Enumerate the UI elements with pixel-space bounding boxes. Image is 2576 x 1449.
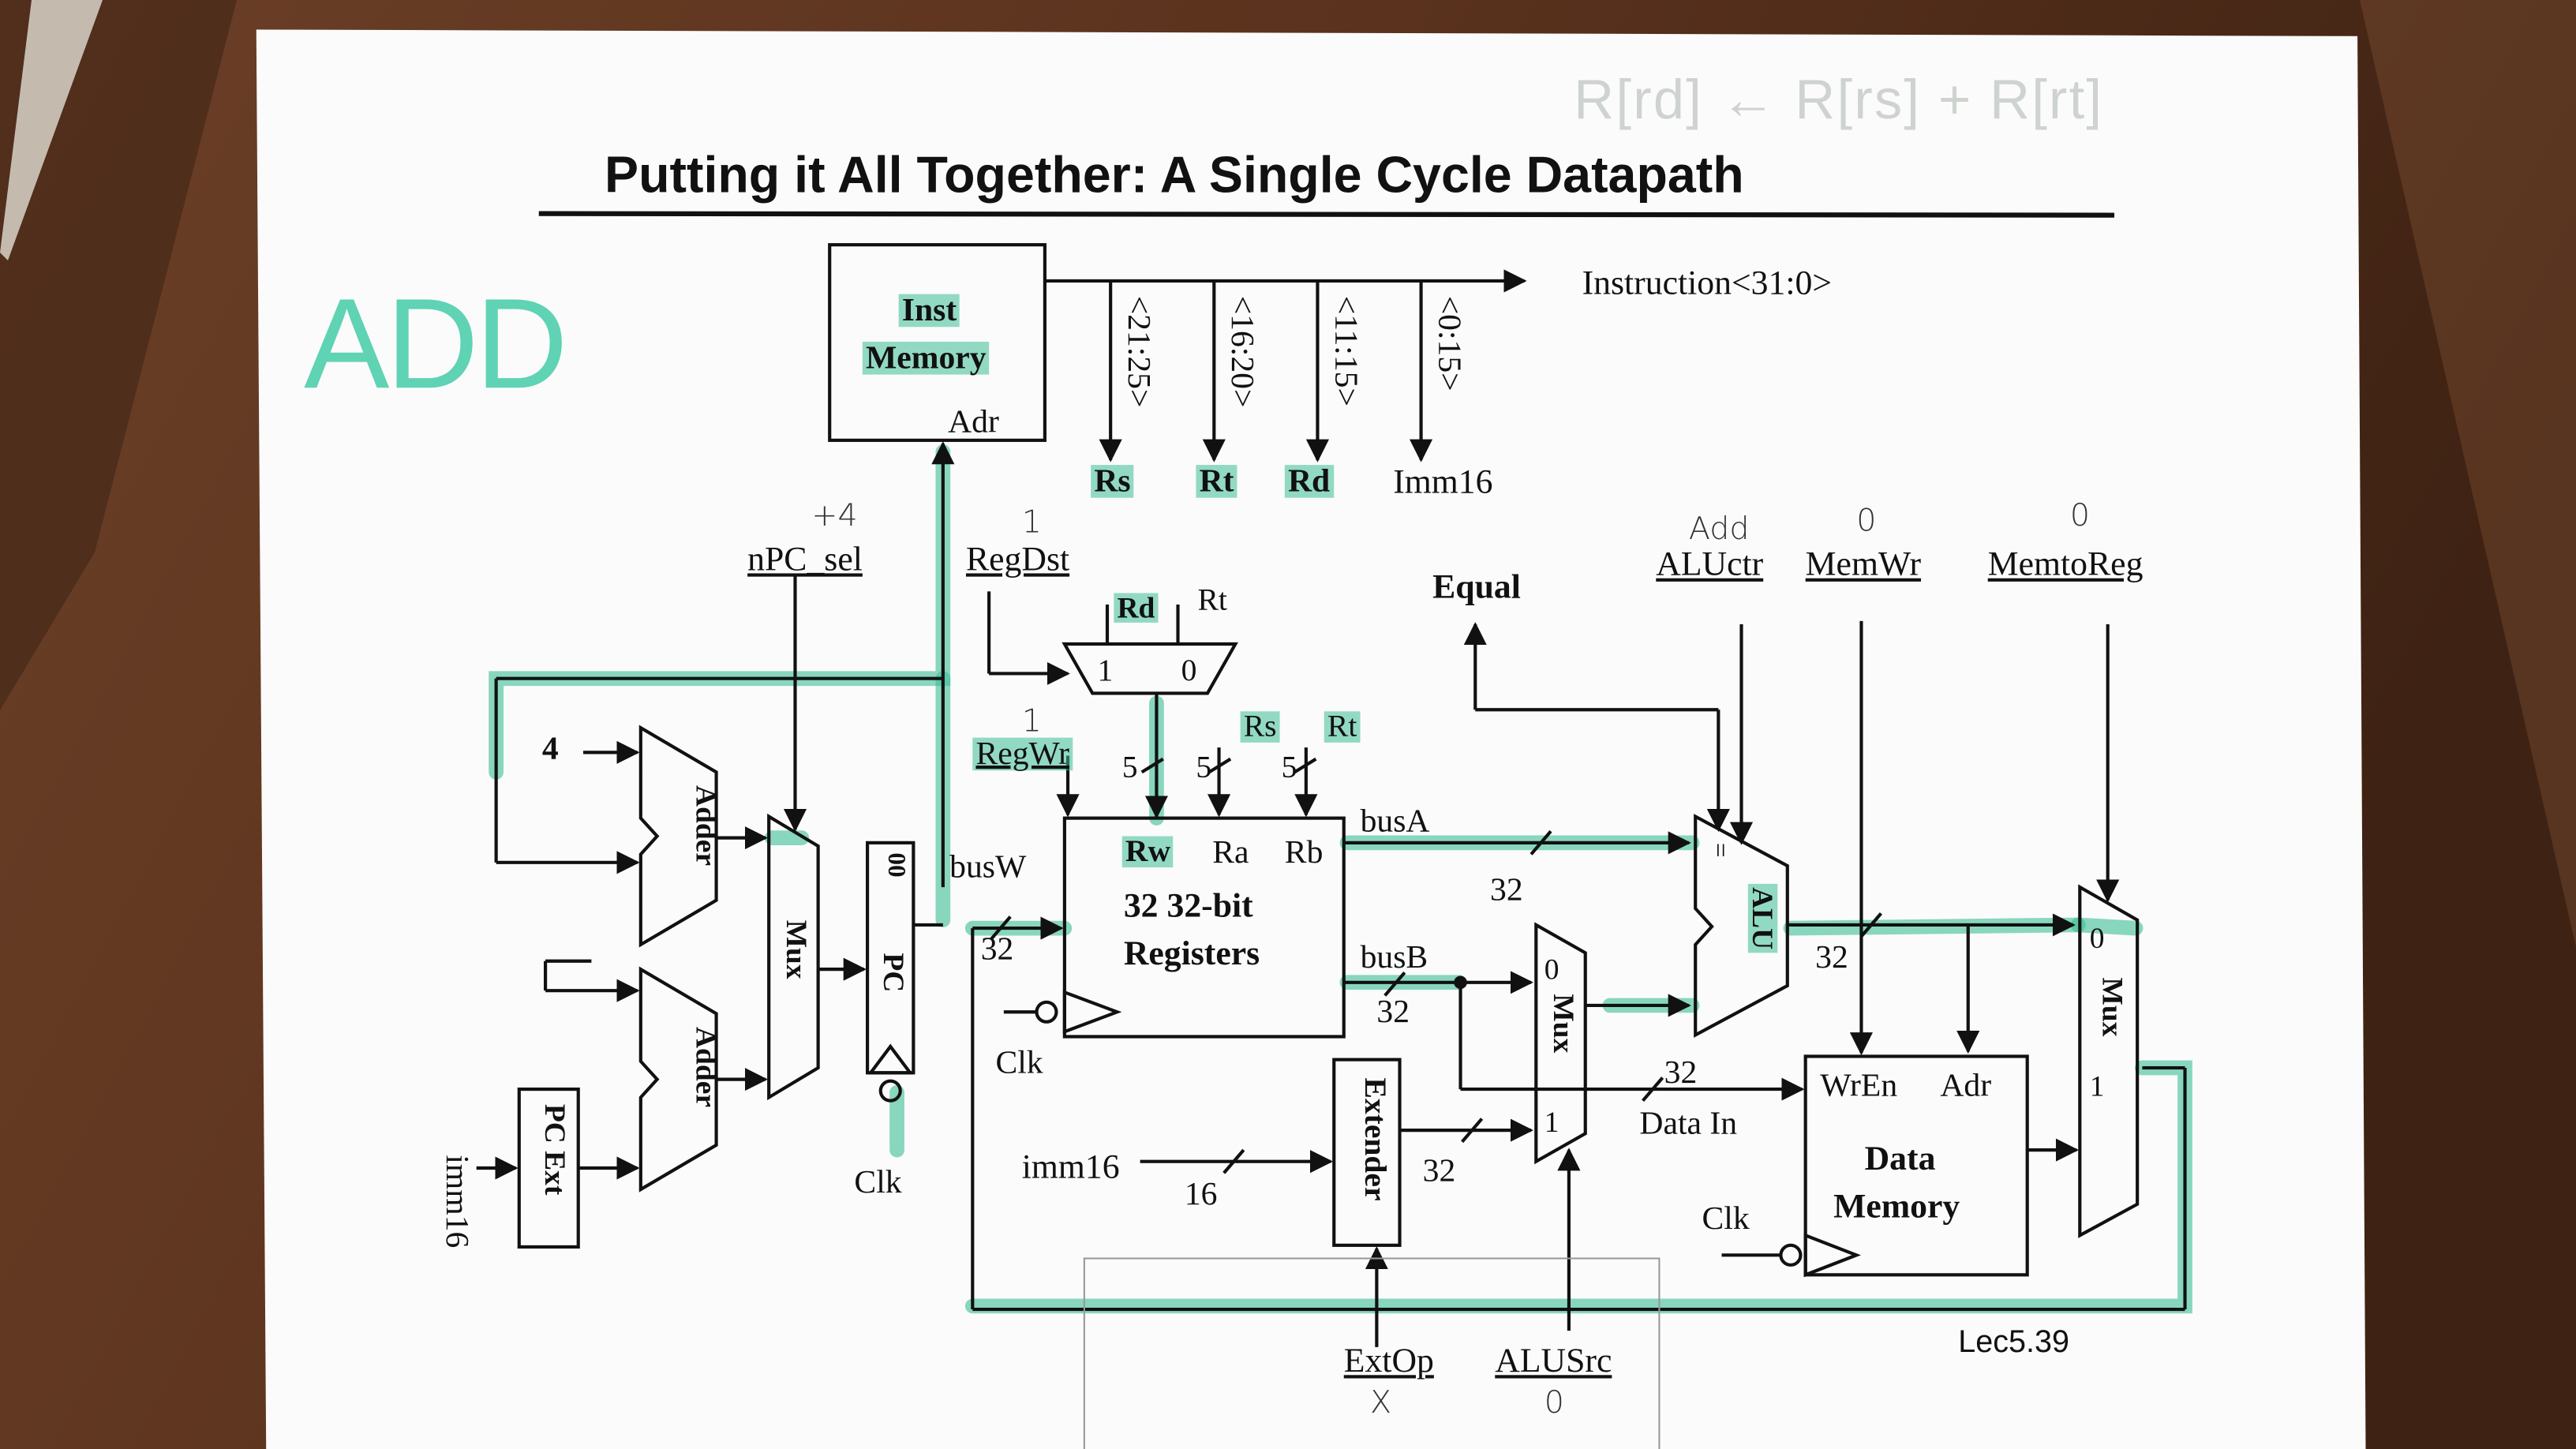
npc-sel-label: nPC_sel bbox=[747, 538, 863, 578]
handwritten-formula: R[rd] ← R[rs] + R[rt] bbox=[1574, 69, 2104, 132]
adder-top-label: Adder bbox=[690, 785, 723, 867]
regwr-label: RegWr bbox=[972, 737, 1073, 771]
memtoreg-mux-label: Mux bbox=[2096, 977, 2129, 1037]
memtoreg-mux bbox=[2078, 884, 2140, 1238]
adder-bottom bbox=[638, 966, 718, 1193]
busa-label: busA bbox=[1360, 803, 1430, 840]
regdst-mux bbox=[1061, 642, 1238, 695]
regdst-top-rt: Rt bbox=[1197, 582, 1227, 618]
alusrc-label: ALUSrc bbox=[1495, 1340, 1612, 1380]
slide-number: Lec5.39 bbox=[1958, 1325, 2070, 1361]
regdst-label: RegDst bbox=[965, 538, 1070, 578]
field-name-rt: Rt bbox=[1196, 465, 1237, 498]
regdst-top-rd: Rd bbox=[1114, 593, 1159, 623]
pen-object bbox=[0, 0, 103, 260]
npc-mux bbox=[767, 813, 820, 1101]
npc-sel-hand: +4 bbox=[811, 497, 858, 534]
datain-width: 32 bbox=[1664, 1054, 1698, 1091]
regdst-hand: 1 bbox=[1021, 504, 1042, 541]
page-title: Putting it All Together: A Single Cycle … bbox=[605, 146, 1744, 204]
constant-four: 4 bbox=[541, 731, 559, 768]
memtoreg-mux-in0: 0 bbox=[2089, 921, 2105, 955]
memtoreg-label: MemtoReg bbox=[1987, 544, 2144, 583]
data-memory-box bbox=[1803, 1054, 2029, 1277]
regdst-in0: 0 bbox=[1181, 653, 1197, 689]
dmem-label-1: Data bbox=[1864, 1138, 1936, 1178]
alu-shape bbox=[1694, 814, 1789, 1038]
field-bits-rd: <11:15> bbox=[1327, 295, 1364, 406]
pc-label: PC bbox=[877, 953, 911, 993]
dmem-adr: Adr bbox=[1940, 1068, 1992, 1104]
alusrc-mux-in1: 1 bbox=[1544, 1105, 1559, 1139]
regfile-rt-input: Rt bbox=[1324, 711, 1361, 743]
aluctr-hand: Add bbox=[1688, 511, 1750, 548]
regfile-rs-input: Rs bbox=[1240, 711, 1280, 743]
busb-width: 32 bbox=[1376, 994, 1410, 1031]
width-5-rb: 5 bbox=[1281, 751, 1297, 786]
inst-memory-adr: Adr bbox=[948, 404, 999, 440]
extender-width: 32 bbox=[1422, 1153, 1456, 1190]
regfile-clk: Clk bbox=[995, 1044, 1043, 1081]
memtoreg-mux-in1: 1 bbox=[2089, 1069, 2105, 1103]
data-in-label: Data In bbox=[1639, 1105, 1738, 1142]
regdst-in1: 1 bbox=[1097, 653, 1114, 689]
field-bits-imm: <0:15> bbox=[1431, 295, 1467, 391]
regwr-hand: 1 bbox=[1021, 702, 1042, 739]
dmem-wren: WrEn bbox=[1820, 1068, 1898, 1104]
alusrc-mux bbox=[1534, 922, 1587, 1165]
memwr-label: MemWr bbox=[1805, 544, 1922, 583]
field-name-rd: Rd bbox=[1284, 465, 1334, 498]
equal-label: Equal bbox=[1432, 567, 1521, 607]
memwr-hand: 0 bbox=[1856, 502, 1877, 539]
handwritten-instruction: ADD bbox=[304, 271, 567, 416]
field-bits-rt: <16:20> bbox=[1223, 295, 1260, 408]
imm16-width: 16 bbox=[1184, 1176, 1218, 1213]
pc-ext-imm16: imm16 bbox=[438, 1155, 475, 1249]
inst-memory-label-1: Inst bbox=[898, 294, 960, 328]
imm16-label: imm16 bbox=[1021, 1146, 1120, 1186]
pc-clk-label: Clk bbox=[854, 1164, 902, 1201]
regfile-label-1: 32 32-bit bbox=[1123, 885, 1253, 925]
busw-width: 32 bbox=[980, 931, 1014, 968]
alu-out-width: 32 bbox=[1815, 939, 1848, 976]
field-name-rs: Rs bbox=[1091, 465, 1134, 498]
inst-memory-label-2: Memory bbox=[862, 341, 990, 375]
extop-label: ExtOp bbox=[1343, 1340, 1434, 1380]
alu-equal-sign: = bbox=[1705, 842, 1734, 858]
busb-label: busB bbox=[1360, 939, 1428, 976]
width-5-rw: 5 bbox=[1121, 751, 1138, 786]
extender-label: Extender bbox=[1357, 1077, 1392, 1201]
alu-label: ALU bbox=[1747, 883, 1779, 953]
regfile-rw: Rw bbox=[1121, 836, 1174, 868]
dmem-clk: Clk bbox=[1702, 1200, 1750, 1237]
busa-width: 32 bbox=[1490, 872, 1523, 909]
adder-bottom-label: Adder bbox=[690, 1027, 723, 1107]
field-name-imm16: Imm16 bbox=[1393, 461, 1493, 501]
alusrc-mux-in0: 0 bbox=[1544, 953, 1559, 986]
busw-label: busW bbox=[949, 849, 1027, 886]
regfile-rb: Rb bbox=[1284, 834, 1324, 871]
adder-top bbox=[638, 724, 718, 948]
npc-mux-label: Mux bbox=[780, 919, 814, 979]
width-5-ra: 5 bbox=[1196, 751, 1212, 786]
alusrc-mux-label: Mux bbox=[1547, 994, 1581, 1054]
pc-bits-label: 00 bbox=[882, 852, 909, 878]
extop-hand: X bbox=[1370, 1384, 1392, 1421]
regfile-label-2: Registers bbox=[1123, 933, 1260, 973]
alusrc-hand: 0 bbox=[1544, 1384, 1564, 1421]
register-file-box bbox=[1062, 816, 1346, 1039]
instruction-memory-box bbox=[828, 243, 1046, 442]
memtoreg-hand: 0 bbox=[2069, 497, 2090, 534]
dmem-label-2: Memory bbox=[1833, 1185, 1960, 1226]
aluctr-label: ALUctr bbox=[1656, 544, 1764, 583]
extender-box bbox=[1332, 1058, 1402, 1247]
pc-ext-label: PC Ext bbox=[538, 1103, 572, 1196]
regfile-ra: Ra bbox=[1212, 834, 1249, 871]
title-underline bbox=[538, 211, 2115, 218]
field-bits-rs: <21:25> bbox=[1120, 295, 1157, 408]
instruction-bus-label: Instruction<31:0> bbox=[1582, 263, 1833, 303]
